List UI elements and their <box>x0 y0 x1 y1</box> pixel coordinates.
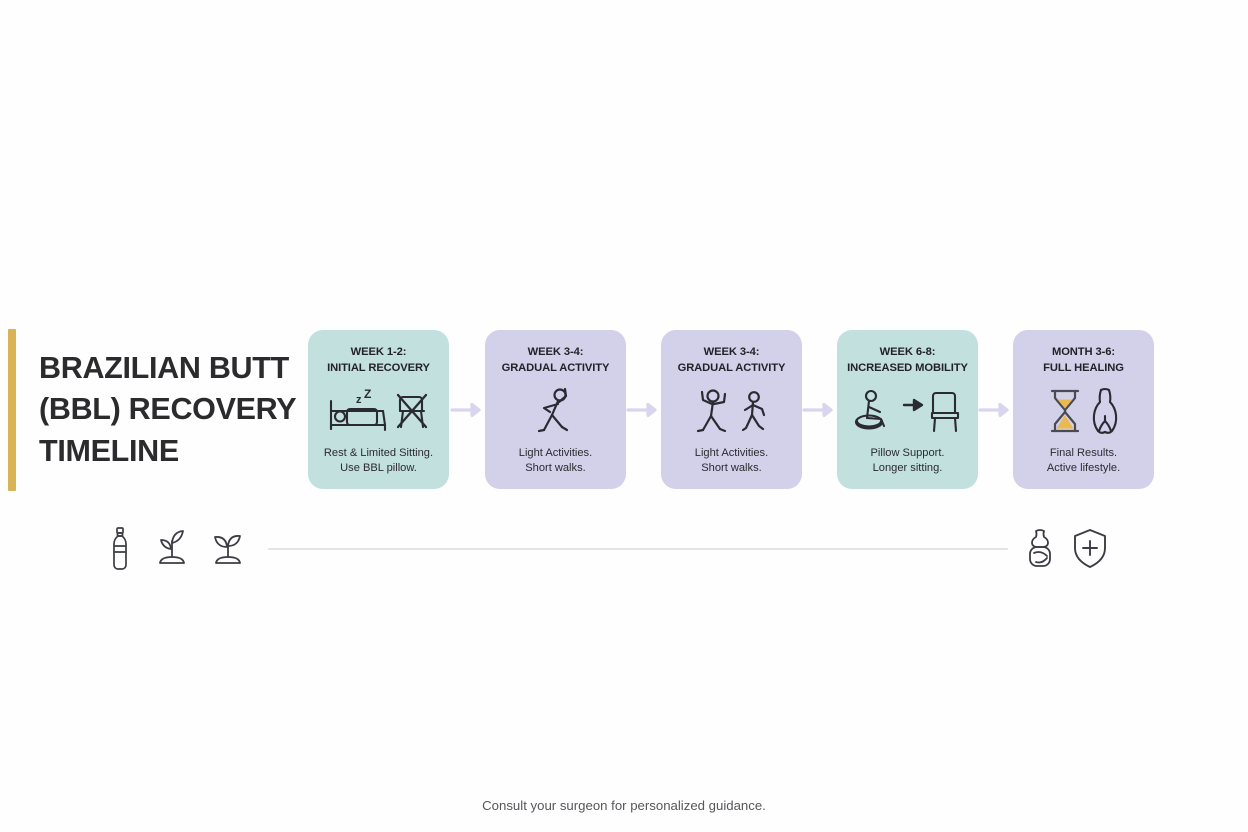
hourglass-icon <box>1045 387 1085 435</box>
title-block: BRAZILIAN BUTT (BBL) RECOVERY TIMELINE <box>0 325 300 495</box>
bottom-icon-strip <box>0 520 1248 582</box>
timeline-card-month-3-6[interactable]: MONTH 3-6: FULL HEALING <box>1013 330 1154 489</box>
card-heading: WEEK 6-8: INCREASED MOBILITY <box>847 346 968 375</box>
arrow-right-icon <box>978 402 1014 418</box>
sprout-plant-icon <box>206 520 250 578</box>
stretching-person-icon <box>532 386 580 436</box>
compression-garment-icon <box>1018 520 1062 578</box>
timeline-card-week-3-4-b[interactable]: WEEK 3-4: GRADUAL ACTIVITY <box>661 330 802 489</box>
timeline-card-week-6-8[interactable]: WEEK 6-8: INCREASED MOBILITY <box>837 330 978 489</box>
bed-sleep-icon: z Z <box>327 387 391 433</box>
arrow-right-icon <box>450 402 486 418</box>
person-on-donut-pillow-icon <box>854 388 900 434</box>
body-silhouette-icon <box>1088 387 1122 435</box>
card-body-text: Rest & Limited Sitting. Use BBL pillow. <box>323 446 434 475</box>
recovery-timeline: WEEK 1-2: INITIAL RECOVERY <box>300 330 1170 492</box>
card-icon-group <box>491 377 620 445</box>
divider-rule <box>268 548 1008 550</box>
card-icon-group: z Z <box>314 377 443 445</box>
card-heading: WEEK 1-2: INITIAL RECOVERY <box>327 346 430 375</box>
card-heading: MONTH 3-6: FULL HEALING <box>1043 346 1124 375</box>
card-body-text: Light Activities. Short walks. <box>518 446 593 475</box>
walking-person-icon <box>738 388 770 434</box>
chair-icon <box>928 388 962 434</box>
footer-note: Consult your surgeon for personalized gu… <box>482 798 766 813</box>
arrow-right-icon <box>626 402 662 418</box>
card-heading: WEEK 3-4: GRADUAL ACTIVITY <box>501 346 610 375</box>
arrow-right-icon <box>902 397 925 425</box>
medical-shield-plus-icon <box>1068 520 1112 578</box>
timeline-card-week-3-4-a[interactable]: WEEK 3-4: GRADUAL ACTIVITY <box>485 330 626 489</box>
card-icon-group <box>667 377 796 445</box>
arrow-right-icon <box>802 402 838 418</box>
svg-text:z: z <box>356 394 362 406</box>
accent-bar <box>8 329 16 491</box>
stretching-person-icon <box>693 386 735 436</box>
card-body-text: Pillow Support. Longer sitting. <box>870 446 945 475</box>
card-body-text: Light Activities. Short walks. <box>694 446 769 475</box>
card-icon-group <box>843 377 972 445</box>
card-body-text: Final Results. Active lifestyle. <box>1046 446 1121 475</box>
card-icon-group <box>1019 377 1148 445</box>
timeline-card-week-1-2[interactable]: WEEK 1-2: INITIAL RECOVERY <box>308 330 449 489</box>
card-heading: WEEK 3-4: GRADUAL ACTIVITY <box>677 346 786 375</box>
water-bottle-icon <box>98 520 142 578</box>
page-title: BRAZILIAN BUTT (BBL) RECOVERY TIMELINE <box>39 350 297 468</box>
svg-text:Z: Z <box>364 387 371 401</box>
no-sitting-chair-icon <box>394 389 430 433</box>
sprout-plant-icon <box>150 520 194 578</box>
